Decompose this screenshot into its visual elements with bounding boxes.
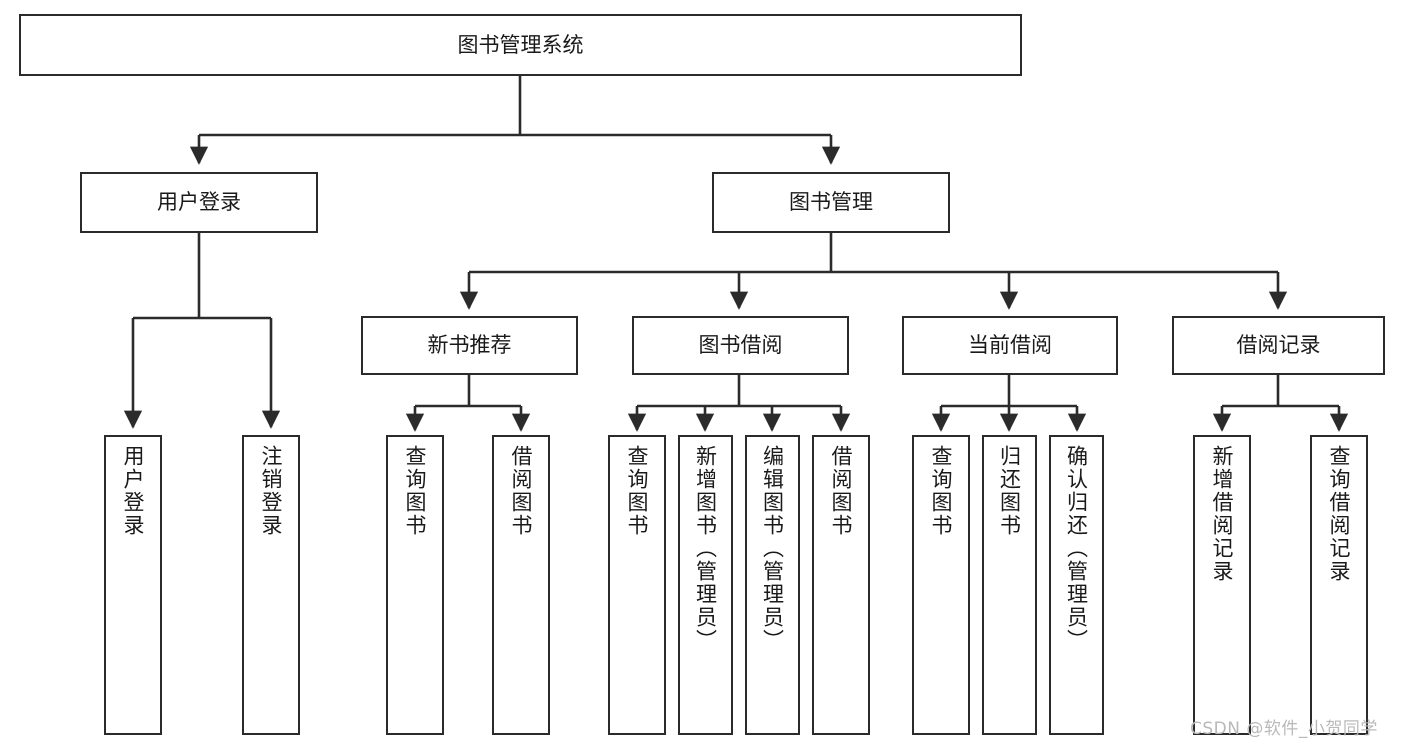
node-label: 注销登录 <box>259 445 284 537</box>
leaf-node-borrow-book-recommend[interactable]: 借阅图书 <box>492 435 550 735</box>
node-label: 用户登录 <box>121 445 146 537</box>
node-label: 确认归还（管理员） <box>1064 445 1089 652</box>
node-label: 借阅记录 <box>1236 333 1321 358</box>
leaf-node-borrow-book[interactable]: 借阅图书 <box>812 435 870 735</box>
node-current-borrow[interactable]: 当前借阅 <box>902 316 1118 375</box>
node-book-borrow[interactable]: 图书借阅 <box>632 316 849 375</box>
leaf-node-query-book-current[interactable]: 查询图书 <box>912 435 970 735</box>
node-label: 编辑图书（管理员） <box>760 445 785 652</box>
node-root-book-management-system[interactable]: 图书管理系统 <box>19 14 1022 76</box>
node-new-book-recommend[interactable]: 新书推荐 <box>361 316 578 375</box>
node-label: 查询图书 <box>929 445 954 537</box>
node-label: 新书推荐 <box>427 333 512 358</box>
leaf-node-confirm-return-admin[interactable]: 确认归还（管理员） <box>1049 435 1104 735</box>
node-label: 查询图书 <box>625 445 650 537</box>
node-label: 查询图书 <box>403 445 428 537</box>
node-book-management[interactable]: 图书管理 <box>712 172 950 233</box>
leaf-node-query-book-borrow[interactable]: 查询图书 <box>608 435 666 735</box>
node-label: 归还图书 <box>997 445 1022 537</box>
node-label: 当前借阅 <box>968 333 1052 358</box>
node-label: 查询借阅记录 <box>1327 445 1352 583</box>
leaf-node-query-borrow-record[interactable]: 查询借阅记录 <box>1310 435 1368 735</box>
node-borrow-record[interactable]: 借阅记录 <box>1172 316 1385 375</box>
node-label: 图书借阅 <box>698 333 783 358</box>
leaf-node-return-book[interactable]: 归还图书 <box>982 435 1037 735</box>
node-label: 新增图书（管理员） <box>693 445 718 652</box>
node-label: 用户登录 <box>157 190 241 215</box>
csdn-watermark: CSDN @软件_小贺同学 <box>1190 719 1378 739</box>
leaf-node-add-borrow-record[interactable]: 新增借阅记录 <box>1193 435 1251 735</box>
node-label: 图书管理 <box>789 190 873 215</box>
node-label: 图书管理系统 <box>457 32 584 57</box>
node-user-login[interactable]: 用户登录 <box>80 172 318 233</box>
node-label: 借阅图书 <box>509 445 534 537</box>
leaf-node-user-logout[interactable]: 注销登录 <box>242 435 300 735</box>
node-label: 借阅图书 <box>829 445 854 537</box>
leaf-node-add-book-admin[interactable]: 新增图书（管理员） <box>678 435 733 735</box>
leaf-node-query-book-recommend[interactable]: 查询图书 <box>386 435 444 735</box>
leaf-node-user-login[interactable]: 用户登录 <box>104 435 162 735</box>
leaf-node-edit-book-admin[interactable]: 编辑图书（管理员） <box>745 435 800 735</box>
node-label: 新增借阅记录 <box>1210 445 1235 583</box>
